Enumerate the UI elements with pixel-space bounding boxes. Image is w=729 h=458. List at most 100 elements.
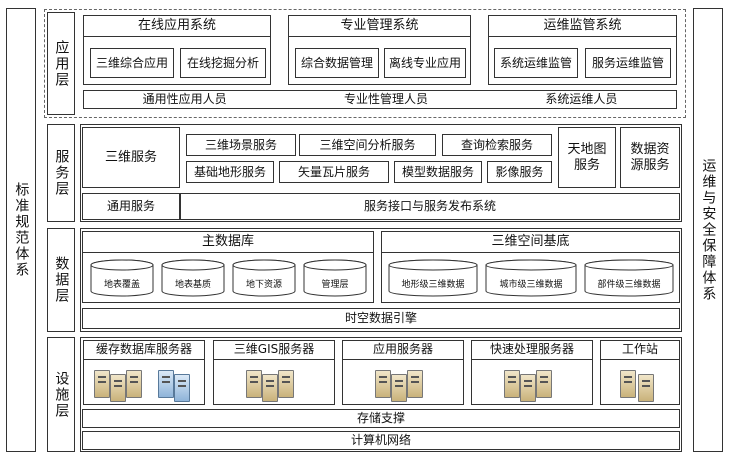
server-icon xyxy=(504,370,520,398)
service-query-retrieval: 查询检索服务 xyxy=(442,134,552,156)
application-layer-label: 应用层 xyxy=(47,12,75,115)
3d-service-label: 三维服务 xyxy=(104,149,157,165)
db-surface-substrate: 地表基质 xyxy=(161,259,225,297)
server-icon xyxy=(94,370,110,398)
db-label: 地表基质 xyxy=(174,280,211,290)
fast-processing-server-title: 快速处理服务器 xyxy=(471,340,593,360)
storage-support-label: 存储支撑 xyxy=(356,411,405,426)
server-group-label: 工作站 xyxy=(621,342,658,357)
cylinder-icon xyxy=(485,259,577,297)
server-icon xyxy=(246,370,262,398)
3d-spatial-base-title: 三维空间基底 xyxy=(381,231,680,253)
cylinder-icon xyxy=(90,259,154,297)
service-item-label: 模型数据服务 xyxy=(401,164,474,179)
workstation-title: 工作站 xyxy=(600,340,680,360)
personnel-professional: 专业性管理人员 xyxy=(343,92,428,107)
server-icon xyxy=(278,370,294,398)
service-interface-label: 服务接口与服务发布系统 xyxy=(363,199,496,214)
app-item-online-mining: 在线挖掘分析 xyxy=(180,48,266,78)
server-icon xyxy=(262,374,278,402)
storage-server-icon xyxy=(174,374,190,402)
server-group-label: 缓存数据库服务器 xyxy=(95,342,192,357)
server-icon xyxy=(391,374,407,402)
general-service-label: 通用服务 xyxy=(106,199,155,214)
service-3d-scene: 三维场景服务 xyxy=(186,134,296,156)
server-icon xyxy=(126,370,142,398)
service-3d-spatial-analysis: 三维空间分析服务 xyxy=(299,134,436,156)
main-database-title: 主数据库 xyxy=(82,231,374,253)
server-icon xyxy=(110,374,126,402)
application-layer-text: 应用层 xyxy=(53,39,70,88)
db-label: 城市级三维数据 xyxy=(499,280,563,290)
3d-gis-server-title: 三维GIS服务器 xyxy=(213,340,335,360)
data-resource-service: 数据资源服务 xyxy=(620,127,680,188)
service-layer-label: 服务层 xyxy=(47,124,75,222)
service-model-data: 模型数据服务 xyxy=(394,161,482,183)
main-database-label: 主数据库 xyxy=(201,233,254,249)
professional-management-system-title: 专业管理系统 xyxy=(288,15,471,37)
db-underground-resources: 地下资源 xyxy=(232,259,296,297)
3d-spatial-base-label: 三维空间基底 xyxy=(491,233,570,249)
facility-layer-label: 设施层 xyxy=(47,337,75,452)
online-application-system-title: 在线应用系统 xyxy=(83,15,271,37)
personnel-general: 通用性应用人员 xyxy=(142,92,227,107)
app-item-label: 离线专业应用 xyxy=(388,55,461,70)
storage-server-icon xyxy=(158,370,174,398)
system-title: 专业管理系统 xyxy=(340,18,419,34)
db-component-3d: 部件级三维数据 xyxy=(584,259,674,297)
app-item-data-management: 综合数据管理 xyxy=(295,48,379,78)
ops-security-label: 运维与安全保障体系 xyxy=(700,158,717,302)
tianditu-service: 天地图服务 xyxy=(558,127,616,188)
app-item-label: 在线挖掘分析 xyxy=(186,55,259,70)
data-resource-service-label: 数据资源服务 xyxy=(630,141,670,173)
db-city-3d: 城市级三维数据 xyxy=(485,259,577,297)
db-label: 管理层 xyxy=(321,280,349,290)
app-item-label: 系统运维监管 xyxy=(499,55,572,70)
3d-service: 三维服务 xyxy=(82,127,180,188)
db-label: 地表覆盖 xyxy=(103,280,140,290)
app-item-offline-application: 离线专业应用 xyxy=(384,48,466,78)
server-icon xyxy=(407,370,423,398)
cylinder-icon xyxy=(388,259,478,297)
data-layer-label: 数据层 xyxy=(47,228,75,332)
storage-support: 存储支撑 xyxy=(82,409,680,428)
app-item-system-ops: 系统运维监管 xyxy=(494,48,578,78)
service-imagery: 影像服务 xyxy=(487,161,552,183)
app-item-label: 综合数据管理 xyxy=(300,55,373,70)
service-item-label: 矢量瓦片服务 xyxy=(297,164,370,179)
spatiotemporal-engine: 时空数据引擎 xyxy=(82,308,680,329)
tianditu-service-label: 天地图服务 xyxy=(567,141,607,173)
service-item-label: 三维场景服务 xyxy=(204,137,277,152)
service-interface-system: 服务接口与服务发布系统 xyxy=(180,193,680,220)
service-item-label: 三维空间分析服务 xyxy=(319,137,416,152)
service-vector-tile: 矢量瓦片服务 xyxy=(279,161,389,183)
cylinder-icon xyxy=(161,259,225,297)
server-icon xyxy=(375,370,391,398)
app-item-label: 服务运维监管 xyxy=(591,55,664,70)
facility-layer-text: 设施层 xyxy=(53,370,70,419)
service-item-label: 影像服务 xyxy=(495,164,544,179)
server-icon xyxy=(536,370,552,398)
system-title: 运维监管系统 xyxy=(543,18,622,34)
service-item-label: 基础地形服务 xyxy=(193,164,266,179)
server-group-label: 应用服务器 xyxy=(372,342,433,357)
cache-db-server-title: 缓存数据库服务器 xyxy=(83,340,205,360)
standards-system-label: 标准规范体系 xyxy=(13,182,30,278)
data-layer-text: 数据层 xyxy=(53,256,70,304)
db-terrain-3d: 地形级三维数据 xyxy=(388,259,478,297)
db-label: 部件级三维数据 xyxy=(597,280,661,290)
app-item-3d-comprehensive: 三维综合应用 xyxy=(90,48,174,78)
db-label: 地下资源 xyxy=(245,280,282,290)
workstation-icon xyxy=(620,370,636,398)
app-item-service-ops: 服务运维监管 xyxy=(585,48,671,78)
computer-network-label: 计算机网络 xyxy=(350,433,411,448)
db-management-layer: 管理层 xyxy=(303,259,367,297)
cylinder-icon xyxy=(232,259,296,297)
service-item-label: 查询检索服务 xyxy=(460,137,533,152)
server-icon xyxy=(520,374,536,402)
general-service: 通用服务 xyxy=(82,193,180,220)
cylinder-icon xyxy=(303,259,367,297)
server-group-label: 三维GIS服务器 xyxy=(233,342,315,357)
system-title: 在线应用系统 xyxy=(137,18,216,34)
app-item-label: 三维综合应用 xyxy=(95,55,168,70)
